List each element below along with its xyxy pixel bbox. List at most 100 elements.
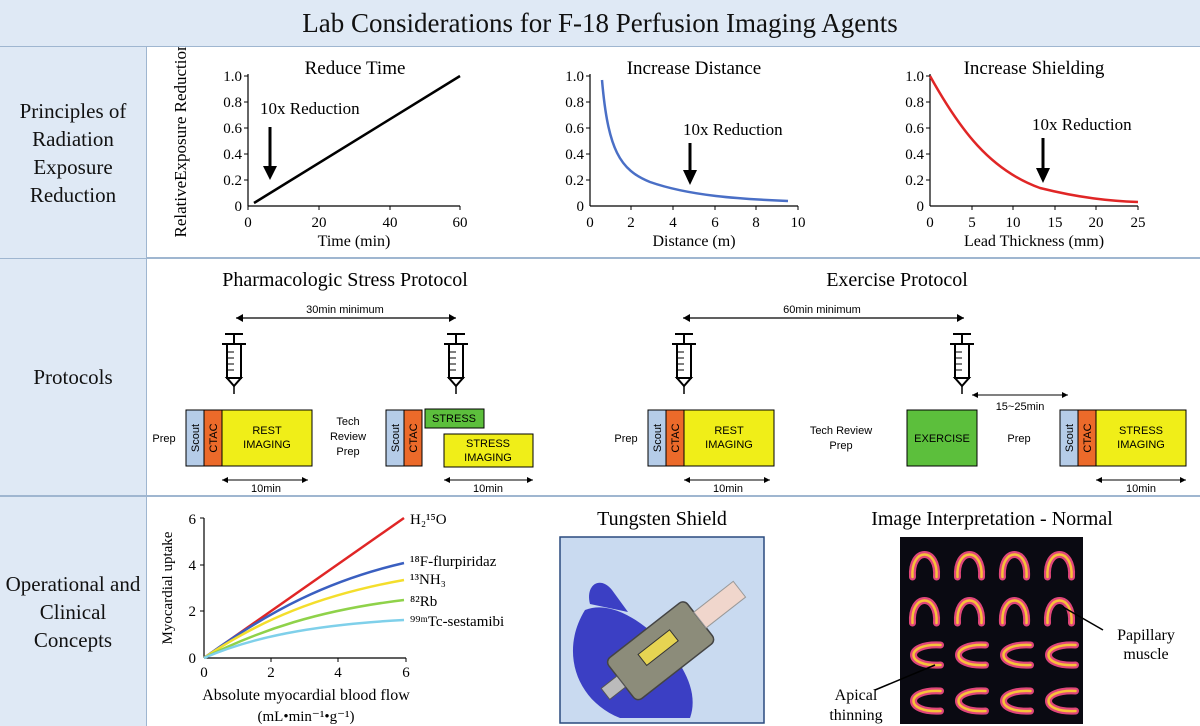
prep-label: Prep — [152, 433, 175, 445]
duration-label: 10min — [251, 483, 281, 495]
uptake-chart — [200, 516, 407, 662]
x-tick: 15 — [1048, 215, 1063, 231]
scout-label: Scout — [652, 424, 664, 452]
protocol-title: Exercise Protocol — [826, 269, 968, 291]
imaging-label: IMAGING — [243, 439, 291, 451]
y-tick: 0 — [235, 199, 243, 215]
exercise-label: EXERCISE — [914, 433, 970, 445]
y-axis-label: RelativeExposure Reduction — [171, 42, 190, 237]
chart-reduce-time — [244, 74, 461, 210]
prep-label: Prep — [336, 446, 359, 458]
stress-label: STRESS — [466, 438, 510, 450]
syringe-icon — [444, 333, 468, 394]
prep-label: Prep — [614, 433, 637, 445]
y-tick: 6 — [189, 512, 197, 528]
rest-label: REST — [714, 425, 744, 437]
y-tick: 0.8 — [223, 95, 242, 111]
y-tick: 0.6 — [905, 121, 924, 137]
series-label: ¹⁸F-flurpiridaz — [410, 554, 497, 570]
arrow-head-icon — [1036, 168, 1050, 183]
tech-review-label: Tech Review — [810, 425, 872, 437]
chart-title: Increase Distance — [627, 58, 762, 79]
x-axis-units: (mL•min⁻¹•g⁻¹) — [258, 709, 355, 725]
x-tick: 5 — [968, 215, 976, 231]
perfusion-slice-core — [911, 553, 938, 579]
x-tick: 2 — [627, 215, 635, 231]
imaging-label: IMAGING — [705, 439, 753, 451]
x-tick: 20 — [312, 215, 327, 231]
x-tick: 6 — [402, 665, 410, 681]
series-rb — [203, 598, 405, 660]
stress-imaging-box — [443, 433, 534, 468]
callout-label: thinning — [829, 707, 882, 724]
x-tick: 4 — [334, 665, 342, 681]
rest-imaging-box — [221, 409, 313, 467]
y-tick: 1.0 — [905, 69, 924, 85]
perfusion-slice-core — [1001, 553, 1028, 579]
row-principles-bg — [0, 46, 1200, 258]
rest-label: REST — [252, 425, 282, 437]
review-label: Review — [330, 431, 366, 443]
imaging-label: IMAGING — [464, 452, 512, 464]
shielding-curve — [928, 75, 1139, 204]
y-tick: 1.0 — [223, 69, 242, 85]
prep-label: Prep — [829, 440, 852, 452]
label-leader-line — [874, 664, 936, 691]
perfusion-slice-core — [912, 689, 942, 713]
y-tick: 0 — [577, 199, 585, 215]
annotation: 10x Reduction — [260, 99, 360, 118]
distance-curve — [600, 79, 789, 203]
y-axis-label: Myocardial uptake — [160, 531, 176, 644]
row-label-protocols: Protocols — [0, 259, 146, 495]
chart-title: Increase Shielding — [964, 58, 1105, 79]
ticks — [244, 75, 461, 210]
slice-grid — [908, 551, 1079, 715]
perfusion-slice-core — [1002, 689, 1032, 713]
y-tick: 0 — [189, 651, 197, 667]
y-tick: 0.6 — [223, 121, 242, 137]
chart-increase-shielding — [926, 74, 1139, 210]
stress-box — [424, 408, 485, 429]
perfusion-slice-core — [912, 643, 942, 667]
ctac-label: CTAC — [670, 423, 682, 452]
x-tick: 0 — [244, 215, 252, 231]
y-tick: 4 — [189, 558, 197, 574]
callout-label: Papillary — [1117, 627, 1175, 644]
y-tick: 0.8 — [565, 95, 584, 111]
x-tick: 4 — [669, 215, 677, 231]
interp-title: Image Interpretation - Normal — [871, 508, 1113, 530]
shield-title: Tungsten Shield — [597, 508, 727, 530]
prep-label: Prep — [1007, 433, 1030, 445]
series-label: ⁸²Rb — [410, 594, 437, 610]
scout-label: Scout — [190, 424, 202, 452]
series-sestamibi — [203, 618, 405, 660]
stress-imaging-box — [1095, 409, 1187, 467]
x-tick: 0 — [586, 215, 594, 231]
exercise-protocol-diagram — [647, 314, 1187, 483]
chart-title: Reduce Time — [305, 58, 406, 79]
annotation: 10x Reduction — [1032, 115, 1132, 134]
scout-label: Scout — [1064, 424, 1076, 452]
callout-label: muscle — [1123, 646, 1168, 663]
syringe-icon — [222, 333, 246, 394]
x-tick: 10 — [1006, 215, 1021, 231]
perfusion-slice-core — [956, 599, 983, 625]
ctac-box — [403, 409, 423, 467]
row-label-principles: Principles of Radiation Exposure Reducti… — [0, 47, 146, 258]
x-axis-label: Distance (m) — [652, 233, 735, 250]
y-tick: 0.2 — [565, 173, 584, 189]
duration-label: 10min — [1126, 483, 1156, 495]
label-leader-line — [1062, 606, 1104, 631]
ctac-label: CTAC — [1082, 423, 1094, 452]
duration-label: 10min — [473, 483, 503, 495]
ctac-label: CTAC — [208, 423, 220, 452]
x-tick: 20 — [1089, 215, 1104, 231]
arrow-head-icon — [263, 166, 277, 180]
y-tick: 0.2 — [223, 173, 242, 189]
tech-label: Tech — [336, 416, 359, 428]
series-label: ¹³NH₃ — [410, 572, 446, 588]
stress-label: STRESS — [432, 413, 476, 425]
x-tick: 40 — [383, 215, 398, 231]
perfusion-slice-core — [1002, 643, 1032, 667]
